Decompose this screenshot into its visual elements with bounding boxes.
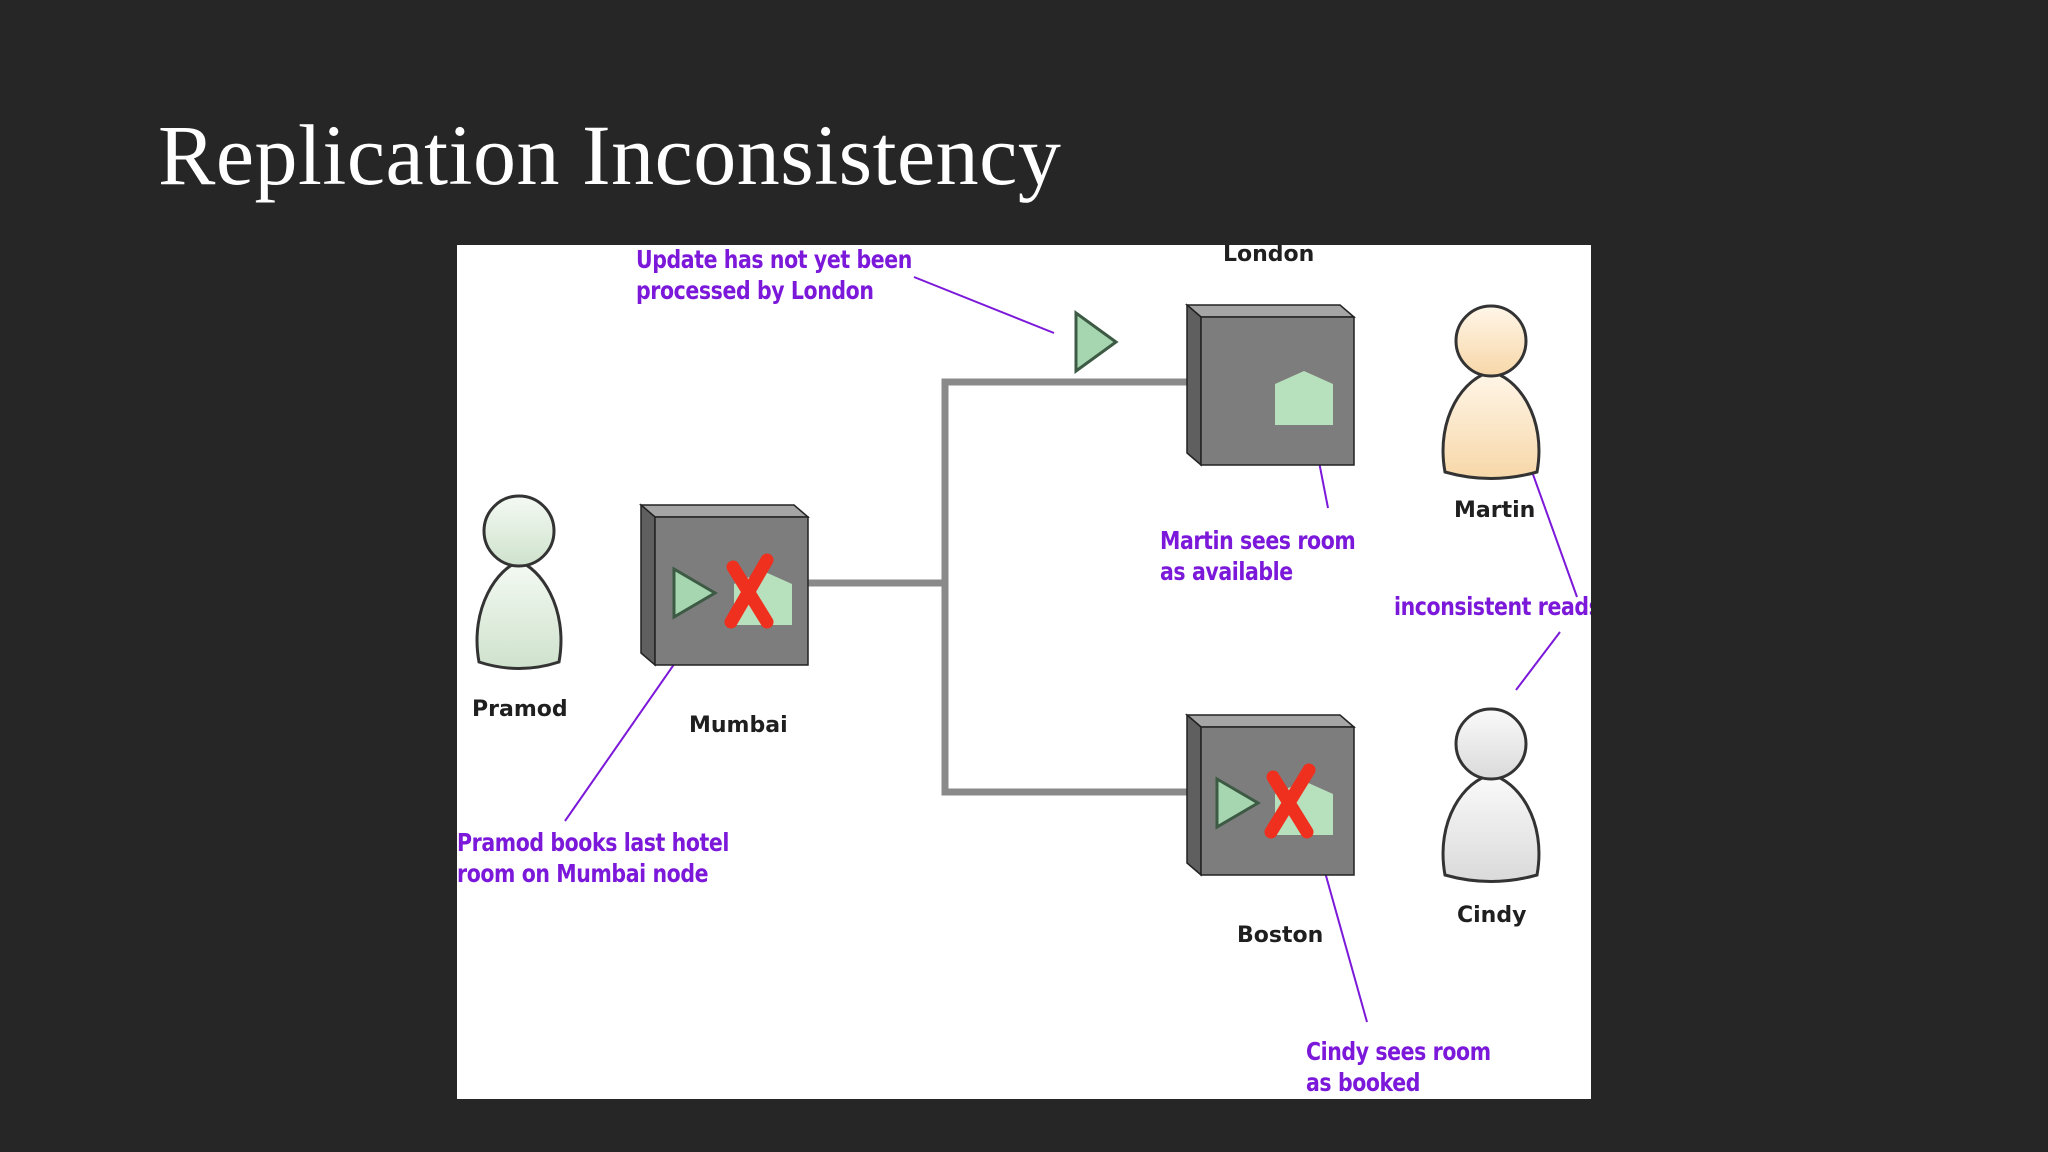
annotation-update-pending: Update has not yet been processed by Lon… bbox=[636, 245, 912, 306]
annotation-pramod-books: Pramod books last hotel room on Mumbai n… bbox=[457, 827, 729, 889]
person-martin bbox=[1443, 306, 1539, 479]
diagram-canvas bbox=[457, 245, 1591, 1099]
slide-title: Replication Inconsistency bbox=[158, 112, 1061, 198]
server-mumbai bbox=[641, 505, 808, 665]
node-label-boston: Boston bbox=[1237, 923, 1323, 948]
person-label-pramod: Pramod bbox=[472, 697, 568, 722]
annotation-inconsistent-reads: inconsistent reads bbox=[1394, 591, 1591, 622]
person-label-martin: Martin bbox=[1454, 498, 1535, 523]
leader-update-pending bbox=[914, 277, 1054, 333]
person-pramod bbox=[477, 496, 561, 669]
person-cindy bbox=[1443, 709, 1539, 882]
server-boston bbox=[1187, 715, 1354, 875]
person-label-cindy: Cindy bbox=[1457, 903, 1526, 928]
boston-link bbox=[945, 583, 1189, 792]
update-arrow-icon bbox=[1076, 313, 1116, 371]
annotation-martin-sees: Martin sees room as available bbox=[1160, 525, 1355, 587]
leader-inconsistent-cindy bbox=[1516, 632, 1560, 690]
network-links bbox=[805, 382, 1189, 792]
server-london bbox=[1187, 305, 1354, 465]
replication-diagram: London Mumbai Boston Pramod Martin Cindy… bbox=[457, 245, 1591, 1099]
london-link bbox=[945, 382, 1189, 583]
node-label-mumbai: Mumbai bbox=[689, 713, 788, 738]
node-label-london: London bbox=[1223, 245, 1314, 267]
annotation-cindy-sees: Cindy sees room as booked bbox=[1306, 1036, 1491, 1098]
